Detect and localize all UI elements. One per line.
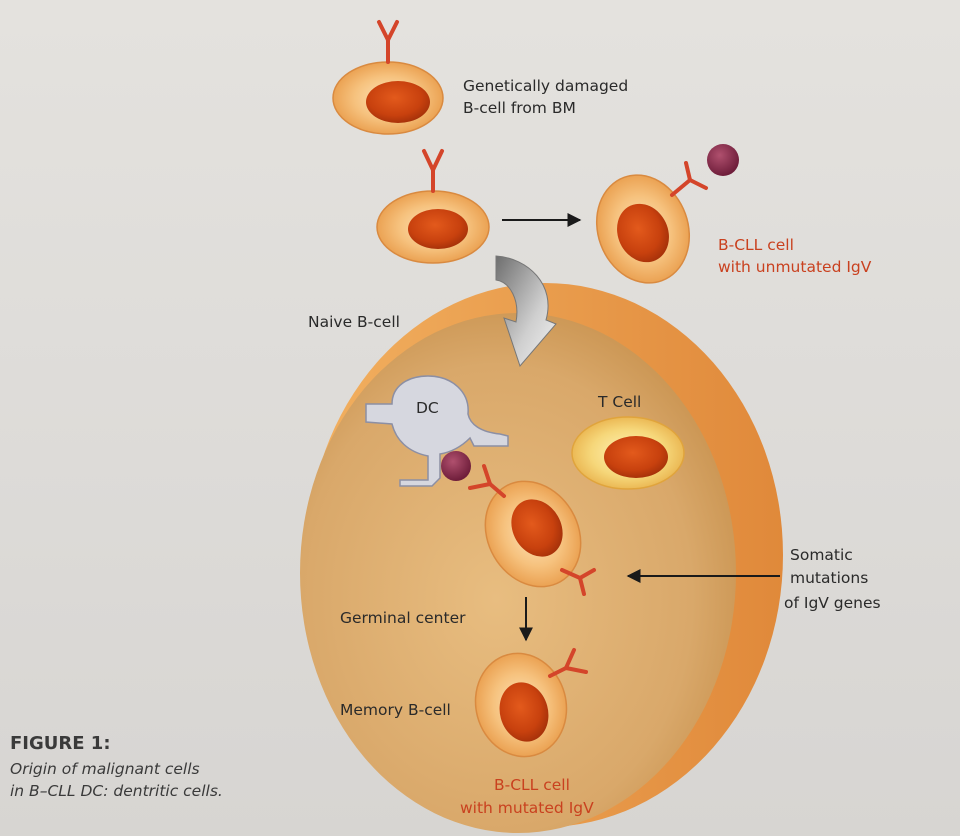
bcell-precursor xyxy=(376,149,490,264)
label-dc: DC xyxy=(416,399,439,417)
curved-arrow-into-follicle xyxy=(495,255,557,367)
mutating-bcell xyxy=(468,464,596,596)
bcll-mutated-cell xyxy=(474,648,588,758)
label-bcll-unmutated-1: B-CLL cell xyxy=(718,236,794,254)
caption-line-1: Origin of malignant cells xyxy=(10,760,200,778)
figure-caption-title: FIGURE 1: xyxy=(10,733,111,754)
damaged-bcell xyxy=(332,20,444,135)
label-bcll-mutated-2: with mutated IgV xyxy=(460,799,594,817)
dendritic-cell xyxy=(365,375,509,487)
label-germinal-center: Germinal center xyxy=(340,609,466,627)
antigen-top xyxy=(707,144,739,176)
label-somatic-2: mutations xyxy=(790,569,869,587)
t-cell xyxy=(571,416,685,490)
caption-line-2: in B–CLL DC: dentritic cells. xyxy=(10,782,223,800)
label-damaged-bcell-2: B-cell from BM xyxy=(463,99,576,117)
antigen-dc xyxy=(441,451,471,481)
label-damaged-bcell-1: Genetically damaged xyxy=(463,77,629,95)
label-t-cell: T Cell xyxy=(598,393,642,411)
bcll-unmutated-cell xyxy=(595,144,739,284)
label-memory-bcell: Memory B-cell xyxy=(340,701,451,719)
label-somatic-3: of IgV genes xyxy=(784,594,881,612)
label-bcll-unmutated-2: with unmutated IgV xyxy=(718,258,872,276)
figure-caption-text: Origin of malignant cells in B–CLL DC: d… xyxy=(10,758,270,802)
label-bcll-mutated-1: B-CLL cell xyxy=(494,776,570,794)
label-naive-bcell: Naive B-cell xyxy=(308,313,400,331)
label-somatic-1: Somatic xyxy=(790,546,853,564)
